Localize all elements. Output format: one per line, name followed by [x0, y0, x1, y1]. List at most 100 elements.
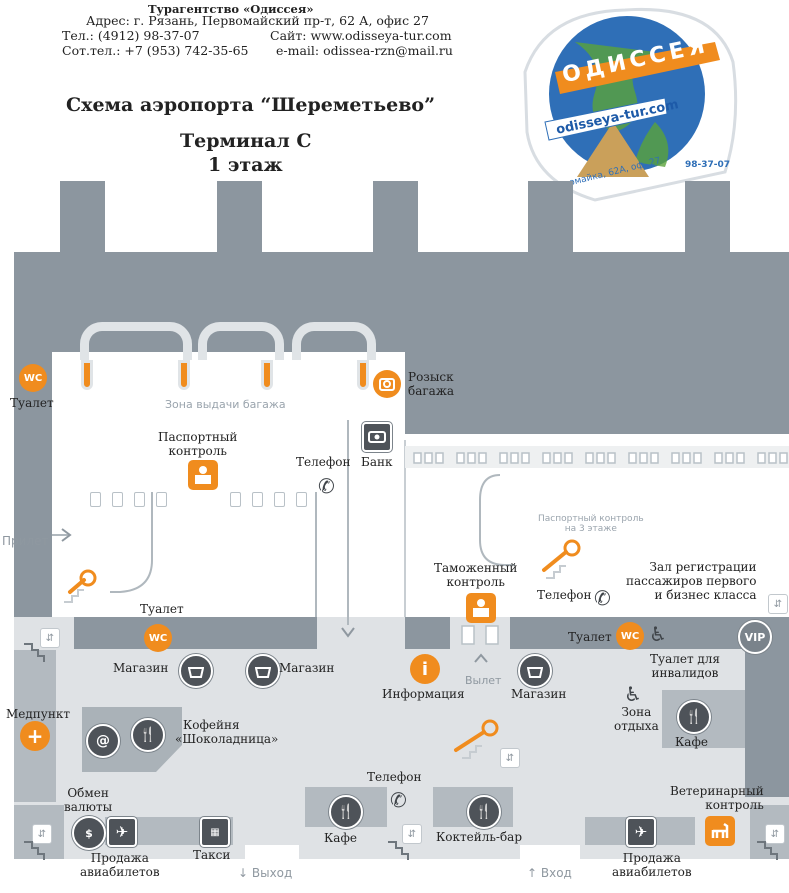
- terminal-upper-wing: [14, 252, 789, 352]
- cutlery-icon[interactable]: 🍴: [467, 795, 501, 829]
- stairs-icon: [22, 840, 52, 860]
- stairs-icon: [386, 840, 416, 860]
- passport-3rd-line2: на 3 этаже: [564, 524, 617, 534]
- carousel-chute: [261, 360, 273, 390]
- rest-zone-line2: отдыха: [614, 719, 659, 733]
- agency-phone: Тел.: (4912) 98-37-07: [62, 28, 200, 43]
- wall-band-mid: [405, 617, 450, 649]
- shop-label: Магазин: [279, 661, 335, 675]
- medical-cross-icon[interactable]: +: [20, 721, 50, 751]
- gate-block: [217, 181, 262, 253]
- exchange-line2: валюты: [64, 800, 113, 814]
- passport-booth: [134, 492, 145, 507]
- carousel-chute: [81, 360, 93, 390]
- phone-label: Телефон: [296, 455, 351, 469]
- taxi-icon[interactable]: ▦: [200, 817, 230, 847]
- agency-name: Турагентство «Одиссея»: [148, 2, 314, 16]
- shop-label: Магазин: [113, 661, 169, 675]
- terminal-title: Терминал С: [180, 130, 312, 152]
- shop-icon[interactable]: [518, 654, 552, 688]
- tickets-left-line2: авиабилетов: [80, 865, 160, 879]
- exchange-label: Обмен валюты: [64, 786, 112, 814]
- hall-divider: [404, 440, 406, 618]
- dog-icon[interactable]: [705, 816, 735, 846]
- customs-icon[interactable]: [466, 593, 496, 623]
- passport-3rd-line1: Паспортный контроль: [538, 514, 644, 524]
- lift-icon: ⇵: [40, 628, 60, 648]
- entrance-doorway: [520, 845, 580, 859]
- carousel-chute: [357, 360, 369, 390]
- plane-icon[interactable]: ✈: [107, 817, 137, 847]
- cutlery-icon[interactable]: 🍴: [329, 795, 363, 829]
- tickets-right-line2: авиабилетов: [612, 865, 692, 879]
- passport-control-icon[interactable]: [188, 460, 218, 490]
- passport-booth: [252, 492, 263, 507]
- bottom-strip: [0, 859, 789, 889]
- baggage-zone-label: Зона выдачи багажа: [165, 398, 286, 411]
- gate-block: [528, 181, 573, 253]
- vip-hall-label: Зал регистрации пассажиров первого и биз…: [626, 560, 757, 602]
- lift-icon: ⇵: [32, 824, 52, 844]
- plane-icon[interactable]: ✈: [626, 817, 656, 847]
- shop-icon[interactable]: [179, 654, 213, 688]
- customs-label: Таможенный контроль: [434, 561, 517, 589]
- passport-booth: [156, 492, 167, 507]
- escalator-icon: [536, 538, 584, 580]
- agency-mobile: Сот.тел.: +7 (953) 742-35-65: [62, 43, 249, 58]
- info-label: Информация: [382, 687, 465, 701]
- coffee-line2: «Шоколадница»: [175, 732, 279, 746]
- carousel-chute: [178, 360, 190, 390]
- agency-site[interactable]: Сайт: www.odisseya-tur.com: [270, 28, 452, 43]
- terminal-right-wing: [405, 352, 789, 434]
- exit-label[interactable]: ↓ Выход: [238, 866, 293, 880]
- phone-icon[interactable]: ✆: [390, 788, 407, 812]
- toilet-label: Туалет: [568, 630, 612, 644]
- vip-icon[interactable]: VIP: [738, 620, 772, 654]
- baggage-carousel: [80, 322, 192, 360]
- lift-icon: ⇵: [765, 824, 785, 844]
- wc-icon[interactable]: WC: [19, 364, 47, 392]
- cutlery-icon[interactable]: 🍴: [131, 718, 165, 752]
- exchange-line1: Обмен: [67, 786, 109, 800]
- info-icon[interactable]: i: [410, 654, 440, 684]
- toilet-disabled-line1: Туалет для: [650, 652, 720, 666]
- gate-block: [685, 181, 730, 253]
- entrance-label[interactable]: ↑ Вход: [527, 866, 572, 880]
- toilet-label: Туалет: [10, 396, 54, 410]
- lost-baggage-line1: Розыск: [408, 370, 454, 384]
- counter-row: [412, 450, 789, 464]
- rest-zone-label: Зона отдыха: [614, 705, 659, 733]
- floor-title: 1 этаж: [208, 154, 283, 176]
- passport-booth: [90, 492, 101, 507]
- wc-icon[interactable]: WC: [616, 622, 644, 650]
- phone-icon[interactable]: ✆: [594, 586, 611, 610]
- lost-baggage-line2: багажа: [408, 384, 455, 398]
- shop-label: Магазин: [511, 687, 567, 701]
- customs-line2: контроль: [446, 575, 505, 589]
- shop-icon[interactable]: [246, 654, 280, 688]
- gate-block: [373, 181, 418, 253]
- tickets-label: Продажа авиабилетов: [612, 851, 692, 879]
- bank-icon[interactable]: [362, 422, 392, 452]
- wc-icon[interactable]: WC: [144, 624, 172, 652]
- cutlery-icon[interactable]: 🍴: [677, 700, 711, 734]
- left-wall: [14, 352, 52, 617]
- agency-email[interactable]: e-mail: odissea-rzn@mail.ru: [276, 43, 453, 58]
- medpoint-label: Медпункт: [6, 707, 70, 721]
- taxi-label: Такси: [193, 848, 231, 862]
- currency-exchange-icon[interactable]: $: [72, 816, 106, 850]
- phone-icon[interactable]: ✆: [318, 474, 335, 498]
- passport-control-label: Паспортный контроль: [158, 430, 237, 458]
- arrival-label: Прилет: [2, 534, 49, 548]
- lost-baggage-icon[interactable]: [373, 370, 401, 398]
- wheelchair-icon: ♿: [649, 622, 667, 646]
- passport-control-line2: контроль: [168, 444, 227, 458]
- vip-hall-line2: пассажиров первого: [626, 574, 757, 588]
- internet-icon[interactable]: @: [86, 724, 120, 758]
- escalator-icon: [62, 566, 102, 606]
- passport-booth: [112, 492, 123, 507]
- cafe-label: Кафе: [675, 735, 708, 749]
- passport-booth: [230, 492, 241, 507]
- exit-text: Выход: [251, 866, 293, 880]
- wall-band-left: [74, 617, 317, 649]
